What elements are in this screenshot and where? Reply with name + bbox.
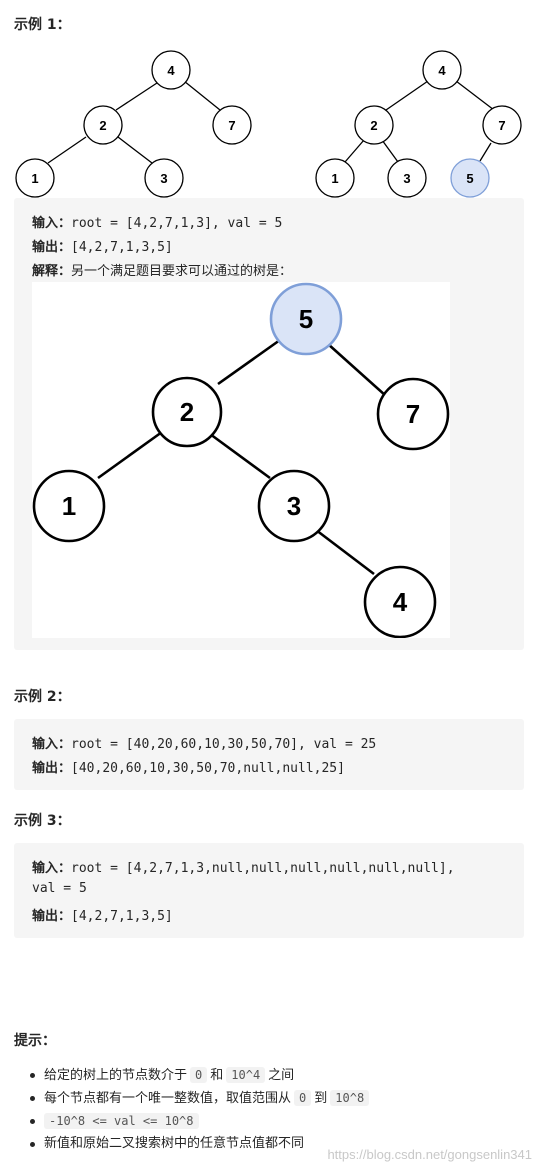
example-1-block: 输入：root = [4,2,7,1,3], val = 5 输出：[4,2,7…: [14, 198, 524, 650]
tips-heading: 提示：: [14, 1033, 56, 1049]
tip-text: 每个节点都有一个唯一整数值，取值范围从: [44, 1091, 292, 1106]
tree-node-label: 2: [99, 118, 106, 133]
tree-node-label: 5: [299, 304, 313, 334]
inline-code: 0: [190, 1067, 208, 1083]
output-line: 输出：[40,20,60,10,30,50,70,null,null,25]: [32, 757, 345, 776]
explain-tree-image: 5 2 7 1 3 4: [32, 282, 450, 639]
example-2-block: 输入：root = [40,20,60,10,30,50,70], val = …: [14, 719, 524, 790]
watermark: https://blog.csdn.net/gongsenlin341: [327, 1147, 532, 1162]
tree-node: [376, 377, 450, 451]
input-value-continued: val = 5: [32, 881, 87, 896]
tree-node-label: 7: [406, 399, 420, 429]
edge: [315, 528, 375, 576]
edge: [381, 139, 399, 163]
tree-node-label: 3: [403, 171, 410, 186]
example-3-block: 输入：root = [4,2,7,1,3,null,null,null,null…: [14, 843, 524, 938]
explain-label: 解释：: [32, 264, 72, 279]
edge: [117, 136, 153, 164]
input-value: root = [4,2,7,1,3], val = 5: [71, 216, 283, 231]
edge: [115, 80, 161, 111]
example-3-heading: 示例 3：: [14, 813, 71, 829]
input-label: 输入：: [32, 216, 72, 231]
tree-node-label: 1: [62, 491, 76, 521]
tip-item: 新值和原始二叉搜索树中的任意节点值都不同: [30, 1133, 524, 1155]
inline-code: 10^8: [330, 1090, 370, 1106]
example-1-heading: 示例 1：: [14, 17, 71, 33]
input-line-continued: val = 5: [32, 881, 87, 896]
tree-node-label: 1: [31, 171, 38, 186]
output-value: [4,2,7,1,3,5]: [71, 909, 173, 924]
tree-node-label: 3: [287, 491, 301, 521]
input-value: root = [4,2,7,1,3,null,null,null,null,nu…: [71, 861, 455, 876]
tree-node: [151, 50, 191, 90]
edge: [97, 430, 163, 480]
input-line: 输入：root = [4,2,7,1,3], val = 5: [32, 212, 282, 231]
edge: [217, 338, 281, 386]
example-2-heading: 示例 2：: [14, 689, 71, 705]
tree-node: [144, 158, 184, 198]
example-1-trees: 4 2 7 1 3 4 2 7 1 3 5: [15, 50, 522, 198]
edge: [47, 136, 87, 164]
tree-node-label: 4: [393, 587, 408, 617]
tree-node: [315, 158, 355, 198]
tree-node: [422, 50, 462, 90]
tree-node: [257, 469, 331, 543]
tree-node-label: 4: [438, 63, 446, 78]
tree-node-label: 2: [370, 118, 377, 133]
tree-node: [387, 158, 427, 198]
explain-tree: 5 2 7 1 3 4: [32, 282, 450, 639]
tree-node: [83, 105, 123, 145]
tree-node: [151, 376, 223, 448]
edge: [183, 80, 221, 111]
tree-node-label: 7: [228, 118, 235, 133]
tree-node: [482, 105, 522, 145]
edge: [344, 139, 365, 163]
inline-code: 10^4: [226, 1067, 266, 1083]
tree-node-label: 5: [466, 171, 473, 186]
input-label: 输入：: [32, 861, 72, 876]
tree-node: [354, 105, 394, 145]
edge: [479, 142, 492, 162]
tree-node-label: 1: [331, 171, 338, 186]
output-label: 输出：: [32, 909, 72, 924]
edge: [455, 80, 495, 111]
tree-node-highlighted: [450, 158, 490, 198]
inline-code: 0: [294, 1090, 312, 1106]
explain-text: 另一个满足题目要求可以通过的树是：: [71, 264, 293, 279]
tip-item: -10^8 <= val <= 10^8: [30, 1110, 524, 1132]
edge: [385, 80, 429, 111]
input-label: 输入：: [32, 737, 72, 752]
edge: [209, 432, 271, 480]
tree-node-highlighted: [269, 282, 343, 356]
tip-text: 之间: [268, 1068, 295, 1083]
tree-node-label: 3: [160, 171, 167, 186]
input-value: root = [40,20,60,10,30,50,70], val = 25: [71, 737, 377, 752]
inline-code: -10^8 <= val <= 10^8: [44, 1113, 199, 1129]
output-label: 输出：: [32, 761, 72, 776]
edge: [327, 343, 387, 397]
output-value: [4,2,7,1,3,5]: [71, 240, 173, 255]
output-line: 输出：[4,2,7,1,3,5]: [32, 236, 173, 255]
output-value: [40,20,60,10,30,50,70,null,null,25]: [71, 761, 345, 776]
output-label: 输出：: [32, 240, 72, 255]
input-line: 输入：root = [4,2,7,1,3,null,null,null,null…: [32, 857, 455, 876]
tree-node: [32, 469, 106, 543]
tree-node-label: 7: [498, 118, 505, 133]
tree-node: [212, 105, 252, 145]
tree-node: [15, 158, 55, 198]
tip-text: 新值和原始二叉搜索树中的任意节点值都不同: [44, 1136, 305, 1151]
tree-node: [363, 565, 437, 639]
tree-node-label: 2: [180, 397, 194, 427]
explain-line: 解释：另一个满足题目要求可以通过的树是：: [32, 260, 292, 279]
tip-text: 和: [210, 1068, 224, 1083]
tip-text: 给定的树上的节点数介于: [44, 1068, 188, 1083]
output-line: 输出：[4,2,7,1,3,5]: [32, 905, 173, 924]
tree-node-label: 4: [167, 63, 175, 78]
input-line: 输入：root = [40,20,60,10,30,50,70], val = …: [32, 733, 376, 752]
tip-text: 到: [314, 1091, 328, 1106]
